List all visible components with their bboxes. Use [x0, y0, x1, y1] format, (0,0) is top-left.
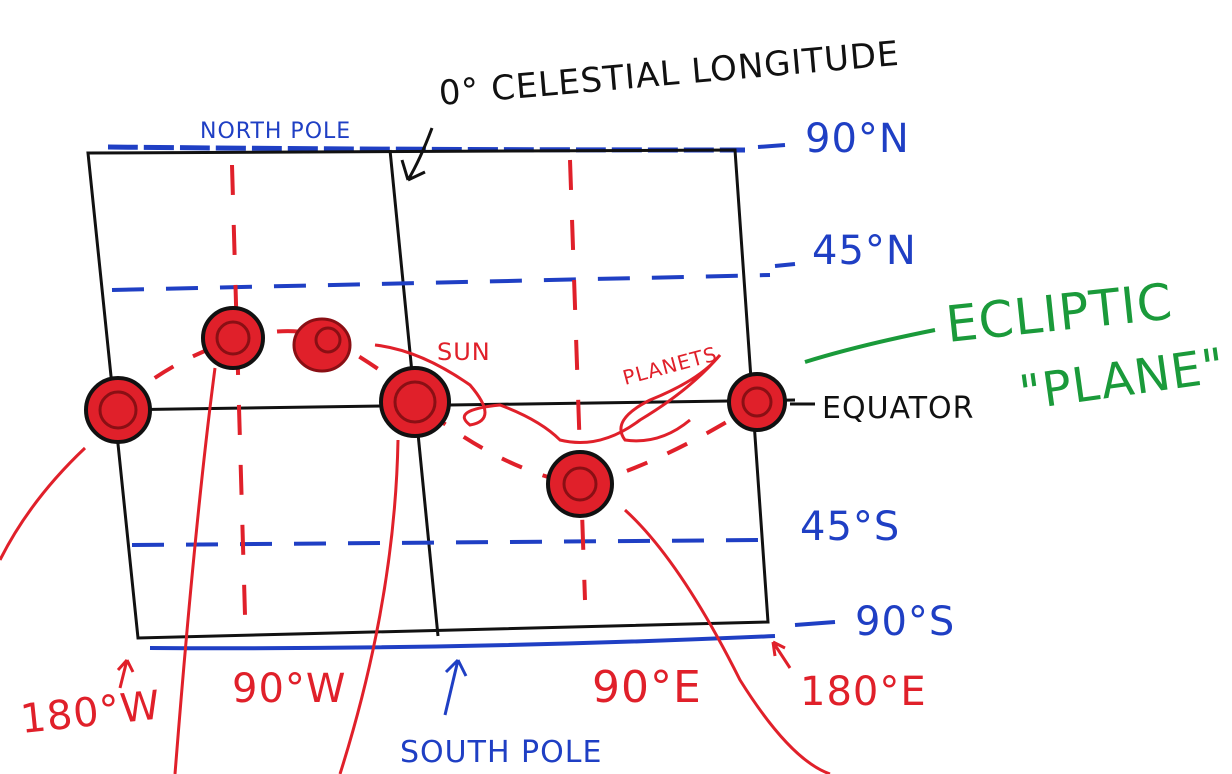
arrow-180e: [771, 640, 792, 669]
lat-90n-label: 90°N: [805, 116, 910, 162]
lon-90w-label: 90°W: [232, 666, 346, 712]
body-90e: [546, 450, 614, 518]
lat-45n-line: [111, 273, 771, 292]
body-180w: [84, 376, 152, 444]
grid-frame: [86, 148, 770, 640]
tick-90s: [794, 620, 836, 627]
celestial-longitude-label: 0° CELESTIAL LONGITUDE: [437, 34, 901, 114]
leader-90e: [623, 508, 831, 774]
lon-90w-line: [230, 164, 247, 616]
leader-90w: [173, 367, 217, 774]
equator-label: EQUATOR: [822, 391, 975, 426]
equator-line: [109, 398, 796, 412]
body-180e: [727, 372, 787, 432]
north-pole-label: NORTH POLE: [200, 119, 351, 144]
body-0: [379, 366, 451, 438]
lon-90e-line: [568, 159, 587, 601]
lat-45s-label: 45°S: [800, 504, 900, 550]
leader-180w: [0, 446, 87, 561]
arrow-180w: [116, 658, 135, 689]
leader-0: [338, 439, 400, 774]
lat-90s-label: 90°S: [855, 599, 955, 645]
lat-45s-line: [131, 538, 761, 547]
meridian-arrow: [400, 127, 434, 182]
lon-90e-label: 90°E: [592, 662, 702, 713]
sun-body: [292, 317, 352, 373]
ecliptic-leader: [804, 328, 936, 364]
sun-label: SUN: [437, 338, 491, 366]
plane-label: "PLANE": [1016, 338, 1229, 422]
south-pole-arrow: [443, 658, 468, 716]
body-90w: [201, 306, 265, 370]
south-pole-label: SOUTH POLE: [400, 735, 602, 770]
ecliptic-label: ECLIPTIC: [943, 272, 1175, 353]
south-pole-line: [149, 634, 776, 651]
sun-loop: [374, 343, 722, 444]
lon-180w-label: 180°W: [18, 682, 163, 742]
lat-45n-label: 45°N: [812, 228, 917, 274]
tick-90n: [757, 143, 786, 149]
planets-label: PLANETS: [620, 342, 720, 390]
tick-45n: [774, 262, 796, 268]
lon-180e-label: 180°E: [800, 669, 927, 715]
